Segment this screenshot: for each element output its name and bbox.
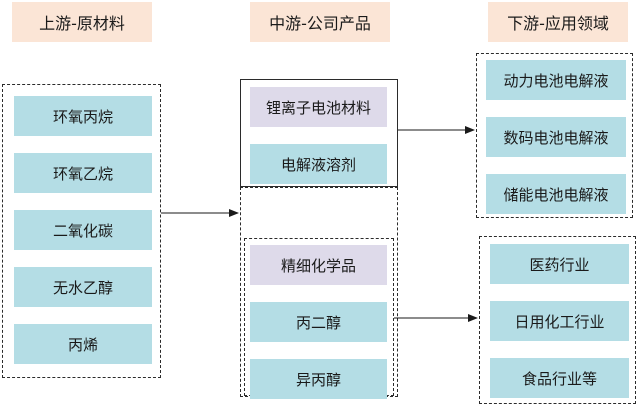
midstream-item: 精细化学品 [250,245,387,285]
midstream-item: 锂离子电池材料 [250,87,387,127]
downstream-item: 食品行业等 [490,358,629,398]
downstream-item: 储能电池电解液 [486,174,626,214]
upstream-item: 二氧化碳 [14,210,152,250]
upstream-item: 环氧乙烷 [14,153,152,193]
downstream-bottom-group [479,236,636,404]
upstream-header: 上游-原材料 [12,2,152,42]
midstream-top-group [240,79,398,187]
downstream-item: 动力电池电解液 [486,60,626,100]
upstream-item: 丙烯 [14,324,152,364]
midstream-item: 电解液溶剂 [250,144,387,184]
downstream-item: 日用化工行业 [490,301,629,341]
downstream-item: 医药行业 [490,244,629,284]
midstream-item: 丙二醇 [250,302,387,342]
upstream-group [2,84,161,378]
upstream-item: 无水乙醇 [14,267,152,307]
downstream-item: 数码电池电解液 [486,117,626,157]
downstream-top-group [476,53,633,218]
downstream-header: 下游-应用领域 [488,2,628,42]
midstream-header: 中游-公司产品 [250,2,390,42]
midstream-item: 异丙醇 [250,359,387,399]
upstream-item: 环氧丙烷 [14,96,152,136]
